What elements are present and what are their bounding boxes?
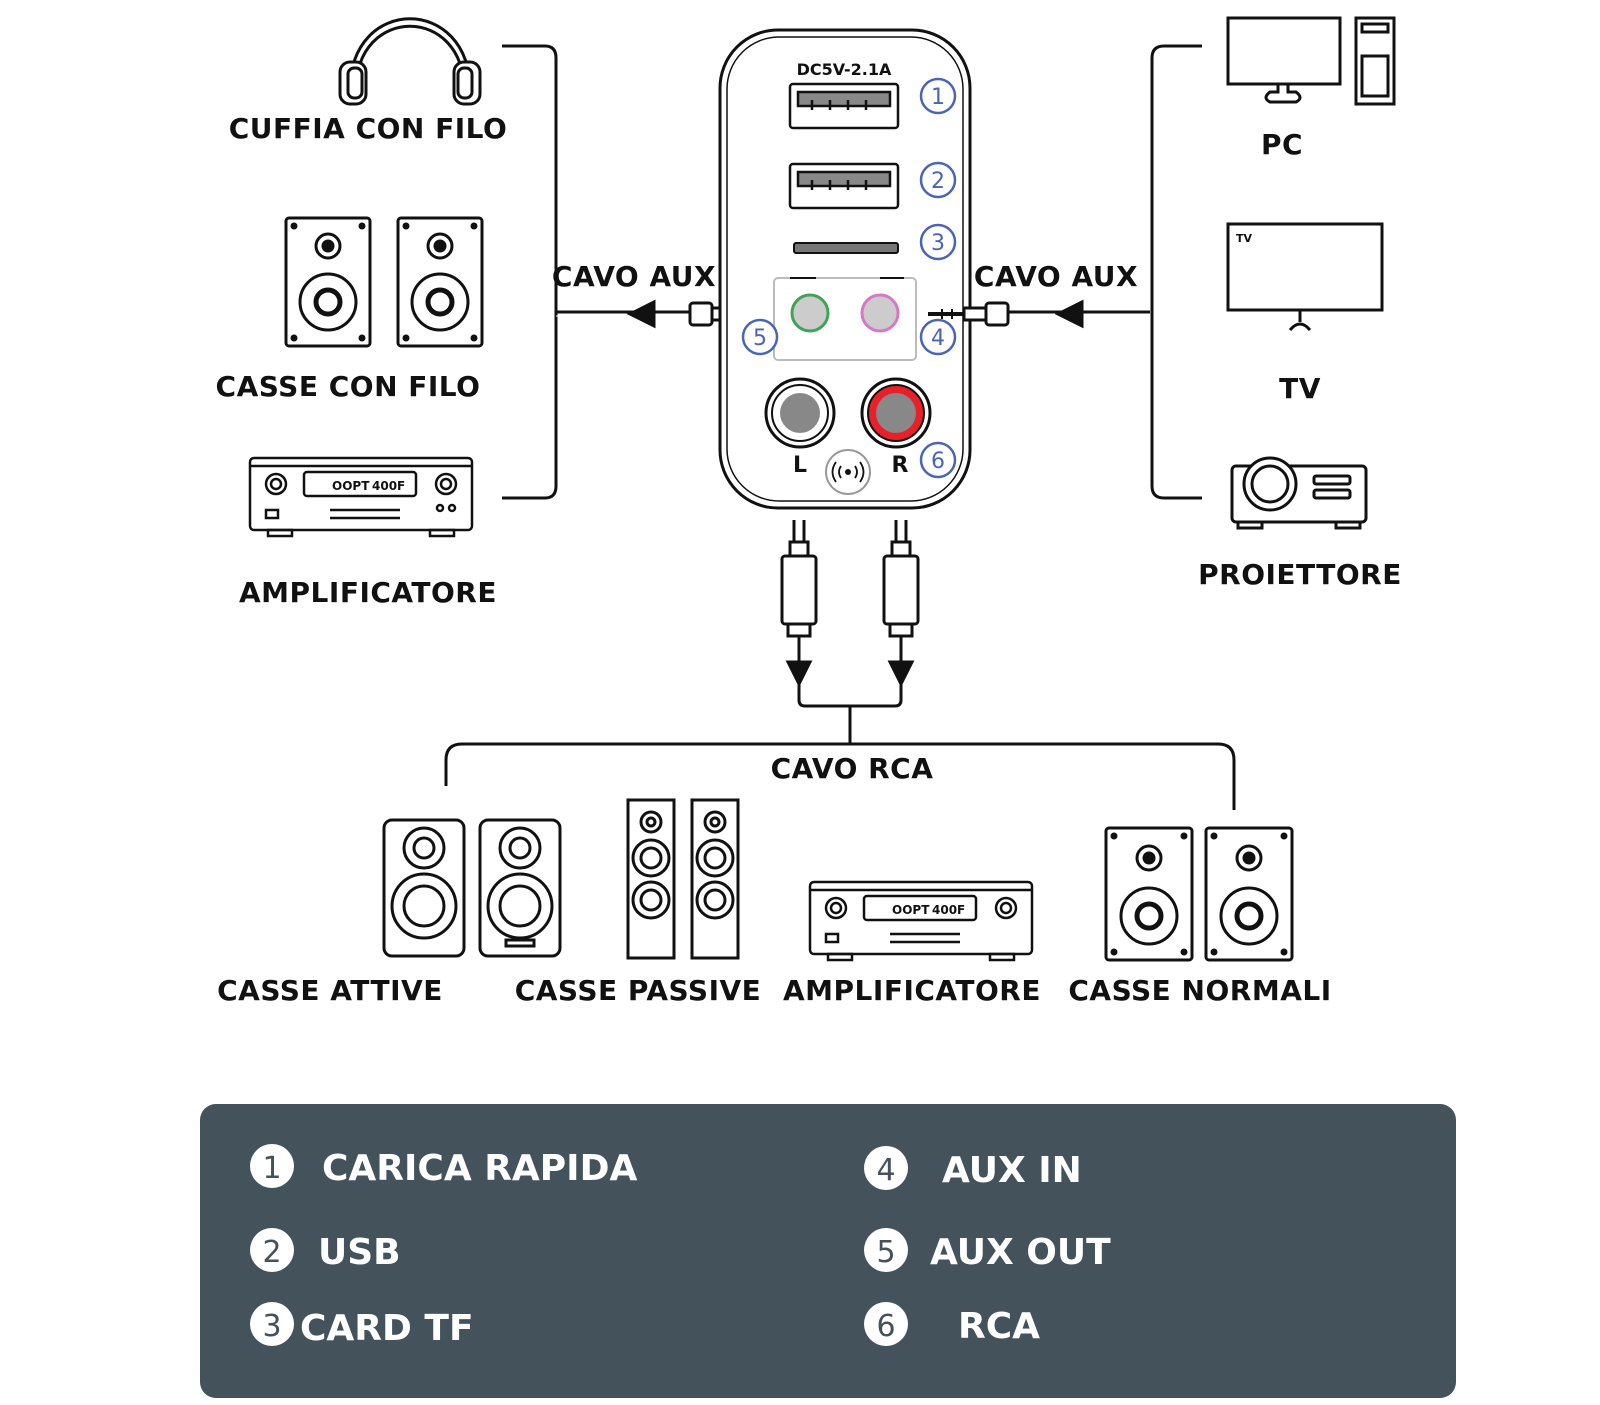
legend-num-4: 4 (876, 1153, 895, 1188)
rca-cable-label: CAVO RCA (771, 752, 934, 785)
left-bracket (502, 44, 558, 500)
headphones-label: CUFFIA CON FILO (229, 112, 508, 145)
legend-item-5: 5 AUX OUT (864, 1228, 1111, 1273)
tv-screen-text: TV (1236, 232, 1253, 245)
badge-5: 5 (753, 326, 767, 351)
rca-cable (444, 520, 1236, 810)
tv-icon (1226, 222, 1384, 332)
active-speakers-icon (382, 818, 562, 958)
tv-label: TV (1279, 372, 1321, 405)
wired-speakers-icon (284, 216, 484, 348)
projector-label: PROIETTORE (1198, 558, 1402, 591)
amplifier-display-right: 400F (372, 479, 405, 493)
legend-label-3: CARD TF (300, 1308, 474, 1349)
amplifier-label-left: AMPLIFICATORE (239, 576, 497, 609)
amplifier-icon (248, 456, 474, 538)
aux-cable-label-left: CAVO AUX (552, 260, 716, 293)
rca-left-label: L (793, 453, 807, 478)
aux-out-jack (790, 293, 830, 333)
badge-6: 6 (931, 449, 945, 474)
headphones-icon (338, 17, 482, 106)
normal-speakers-label: CASSE NORMALI (1068, 974, 1331, 1007)
right-bracket (1150, 44, 1202, 500)
legend-label-1: CARICA RAPIDA (322, 1148, 637, 1189)
legend-item-3: 3 CARD TF (250, 1302, 474, 1349)
badge-2: 2 (931, 169, 945, 194)
legend-num-2: 2 (262, 1235, 281, 1270)
legend-label-5: AUX OUT (930, 1232, 1111, 1273)
normal-speakers-icon (1104, 826, 1294, 962)
amplifier-bottom-icon (808, 880, 1034, 962)
amplifier-bottom-label: AMPLIFICATORE (783, 974, 1041, 1007)
pc-label: PC (1261, 128, 1303, 161)
pc-icon (1226, 16, 1396, 106)
legend-item-2: 2 USB (250, 1228, 401, 1273)
badge-4: 4 (931, 326, 945, 351)
legend-label-6: RCA (958, 1306, 1040, 1347)
passive-speakers-icon (626, 798, 740, 960)
legend-item-6: 6 RCA (864, 1302, 1040, 1347)
legend-num-5: 5 (876, 1235, 895, 1270)
legend-num-1: 1 (262, 1151, 281, 1186)
wired-speakers-label: CASSE CON FILO (216, 370, 481, 403)
amplifier-display-left: OOPT (332, 479, 370, 493)
rca-left-jack (764, 377, 836, 449)
bluetooth-button-icon (825, 449, 871, 495)
legend-num-6: 6 (876, 1309, 895, 1344)
badge-1: 1 (931, 85, 945, 110)
aux-cable-label-right: CAVO AUX (974, 260, 1138, 293)
amplifier-bottom-display-right: 400F (932, 903, 965, 917)
rca-right-jack (860, 377, 932, 449)
power-label: DC5V-2.1A (797, 60, 892, 79)
legend-item-4: 4 AUX IN (864, 1146, 1082, 1191)
passive-speakers-label: CASSE PASSIVE (515, 974, 762, 1007)
legend-panel (200, 1104, 1456, 1398)
legend-label-2: USB (318, 1232, 401, 1273)
aux-in-jack (860, 293, 900, 333)
usb-port-2 (788, 162, 900, 210)
projector-icon (1230, 456, 1368, 530)
usb-port-1 (788, 82, 900, 130)
legend-label-4: AUX IN (942, 1150, 1082, 1191)
amplifier-bottom-display-left: OOPT (892, 903, 930, 917)
badge-3: 3 (931, 231, 945, 256)
legend-num-3: 3 (262, 1309, 281, 1344)
legend-item-1: 1 CARICA RAPIDA (250, 1144, 637, 1189)
rca-right-label: R (892, 453, 909, 478)
aux-cable-right (928, 299, 1150, 329)
port-badge-numbers: 1 2 3 4 5 6 (753, 85, 945, 474)
active-speakers-label: CASSE ATTIVE (217, 974, 443, 1007)
aux-jack-panel (773, 277, 917, 361)
port-badges (741, 77, 957, 479)
tf-card-slot (793, 242, 899, 254)
